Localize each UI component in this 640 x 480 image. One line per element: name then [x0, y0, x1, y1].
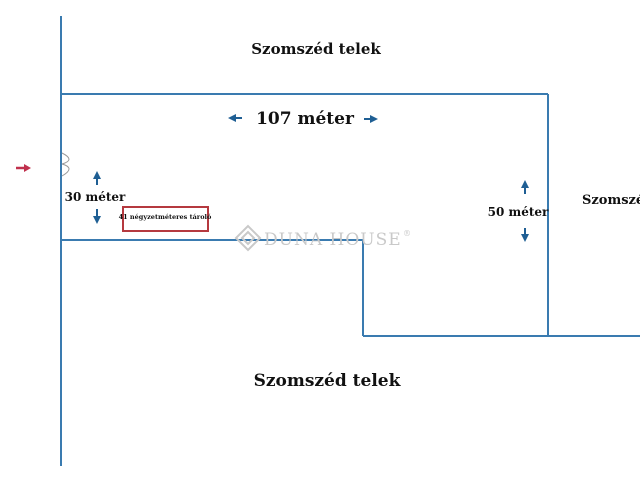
length-left-label: 30 méter: [65, 190, 126, 204]
arrow-right-icon: [16, 164, 31, 172]
plot-boundary: [60, 16, 640, 466]
length-top-label: 107 méter: [256, 109, 355, 129]
neighbor-right-label: Szomszé: [582, 193, 640, 208]
neighbor-top-label: Szomszéd telek: [251, 40, 381, 58]
watermark-registered-mark: ®: [403, 229, 411, 238]
storage-building: [122, 206, 209, 232]
duna-house-logo-icon: [234, 224, 262, 252]
neighbor-bottom-label: Szomszéd telek: [254, 371, 402, 391]
watermark-text: DUNA HOUSE: [264, 230, 402, 250]
storage-label: 41 négyzetméteres tároló: [119, 213, 212, 221]
watermark: DUNA HOUSE ®: [234, 224, 411, 252]
gate-swing-icon: [61, 152, 70, 177]
double-arrow-icon: [228, 114, 378, 123]
length-right-label: 50 méter: [488, 205, 549, 219]
